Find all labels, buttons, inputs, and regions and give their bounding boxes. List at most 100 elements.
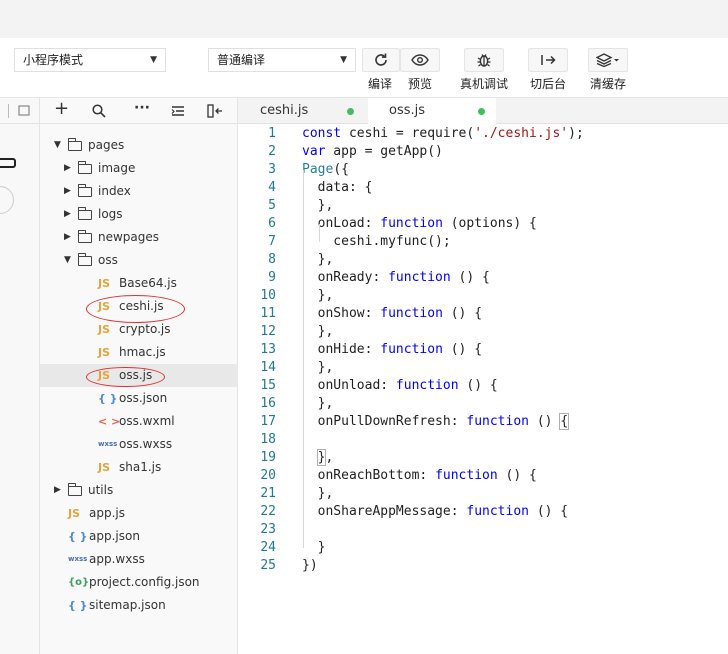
add-file-icon[interactable]: + [54, 98, 70, 119]
compile-label: 编译 [368, 77, 393, 91]
file-item[interactable]: { }app.json [40, 525, 238, 548]
code-line: 6 onLoad: function (options) { [238, 215, 728, 233]
simulator-toolbar [0, 98, 40, 124]
chevron-down-icon: ▼ [150, 55, 157, 65]
simulator-home-button[interactable] [0, 186, 14, 214]
preview-button[interactable] [400, 48, 440, 72]
editor-tabs: ceshi.js oss.js [238, 98, 728, 125]
layers-icon [596, 53, 619, 67]
code-text: const ceshi = require('./ceshi.js'); [302, 126, 584, 141]
folder-item[interactable]: ▶utils [40, 479, 238, 502]
file-item[interactable]: { }sitemap.json [40, 594, 238, 617]
sort-icon[interactable] [171, 105, 185, 117]
folder-icon [78, 161, 92, 174]
js-file-icon: JS [98, 461, 111, 474]
clear-cache-button[interactable] [588, 48, 628, 72]
code-line: 24 } [238, 539, 728, 557]
chevron-right-icon[interactable]: ▶ [64, 232, 71, 242]
code-text: onLoad: function (options) { [302, 216, 537, 231]
simulator-panel [0, 98, 40, 654]
wxml-file-icon: < > [98, 415, 121, 428]
code-line: 10 }, [238, 287, 728, 305]
switch-backend-icon [541, 55, 556, 65]
line-number: 11 [260, 306, 276, 321]
code-line: 22 onShareAppMessage: function () { [238, 503, 728, 521]
tree-item-label: sha1.js [119, 460, 162, 474]
refresh-icon [375, 53, 387, 66]
tab-oss-js[interactable]: oss.js [368, 98, 496, 125]
line-number: 15 [260, 378, 276, 393]
folder-item[interactable]: ▼ pages [40, 134, 238, 157]
chevron-down-icon[interactable]: ▼ [64, 255, 71, 265]
tree-item-label: oss [98, 253, 118, 267]
code-text: } [302, 540, 326, 555]
chevron-right-icon[interactable]: ▶ [64, 163, 71, 173]
file-item[interactable]: < >oss.wxml [40, 410, 238, 433]
tree-item-label: logs [98, 207, 123, 221]
chevron-right-icon[interactable]: ▶ [54, 485, 61, 495]
folder-item[interactable]: ▼ oss [40, 249, 238, 272]
code-line: 18 [238, 431, 728, 449]
folder-item[interactable]: ▶ image [40, 157, 238, 180]
line-number: 10 [260, 288, 276, 303]
js-file-icon: JS [68, 507, 81, 520]
tree-item-label: oss.json [119, 391, 168, 405]
chevron-down-icon[interactable]: ▼ [54, 140, 61, 150]
file-item[interactable]: { }oss.json [40, 387, 238, 410]
line-number: 2 [268, 144, 276, 159]
switch-background-label: 切后台 [530, 77, 567, 91]
tree-item-label: sitemap.json [89, 598, 166, 612]
tree-item-label: image [98, 161, 136, 175]
annotation-circle-oss [86, 367, 165, 387]
js-file-icon: JS [98, 277, 111, 290]
compile-button[interactable] [362, 48, 400, 72]
tab-label: ceshi.js [260, 103, 309, 118]
code-line: 25}) [238, 557, 728, 575]
line-number: 16 [260, 396, 276, 411]
search-icon[interactable] [92, 104, 106, 118]
line-number: 21 [260, 486, 276, 501]
file-item[interactable]: {o}project.config.json [40, 571, 238, 594]
code-text: onReachBottom: function () { [302, 468, 537, 483]
code-text: onReady: function () { [302, 270, 490, 285]
line-number: 19 [260, 450, 276, 465]
mode-select[interactable]: 小程序模式 ▼ [14, 48, 166, 72]
file-item[interactable]: JS sha1.js [40, 456, 238, 479]
explorer-toolbar: + ··· [40, 98, 238, 124]
chevron-down-icon: ▼ [340, 55, 347, 65]
tree-item-label: pages [88, 138, 125, 152]
chevron-right-icon[interactable]: ▶ [64, 186, 71, 196]
code-text: Page({ [302, 162, 349, 177]
folder-icon [78, 207, 92, 220]
tree-item-label: newpages [98, 230, 160, 244]
more-icon[interactable]: ··· [134, 100, 150, 116]
remote-debug-button[interactable] [464, 48, 504, 72]
window-icon[interactable] [18, 105, 30, 117]
switch-background-button[interactable] [528, 48, 568, 72]
tab-ceshi-js[interactable]: ceshi.js [238, 98, 368, 124]
line-number: 3 [268, 162, 276, 177]
tree-item-label: oss.wxml [119, 414, 175, 428]
folder-item[interactable]: ▶index [40, 180, 238, 203]
line-number: 17 [260, 414, 276, 429]
folder-item[interactable]: ▶ newpages [40, 226, 238, 249]
line-number: 25 [260, 558, 276, 573]
code-line: 11 onShow: function () { [238, 305, 728, 323]
main-toolbar: 小程序模式 ▼ 普通编译 ▼ 编译 预览 [0, 38, 728, 98]
folder-item[interactable]: ▶ logs [40, 203, 238, 226]
modified-dot-icon [347, 108, 354, 115]
compile-select[interactable]: 普通编译 ▼ [208, 48, 356, 72]
collapse-panel-icon[interactable] [207, 104, 223, 118]
indent-guide [303, 170, 304, 548]
line-number: 18 [260, 432, 276, 447]
line-number: 20 [260, 468, 276, 483]
chevron-right-icon[interactable]: ▶ [64, 209, 71, 219]
remote-debug-label: 真机调试 [460, 77, 509, 91]
